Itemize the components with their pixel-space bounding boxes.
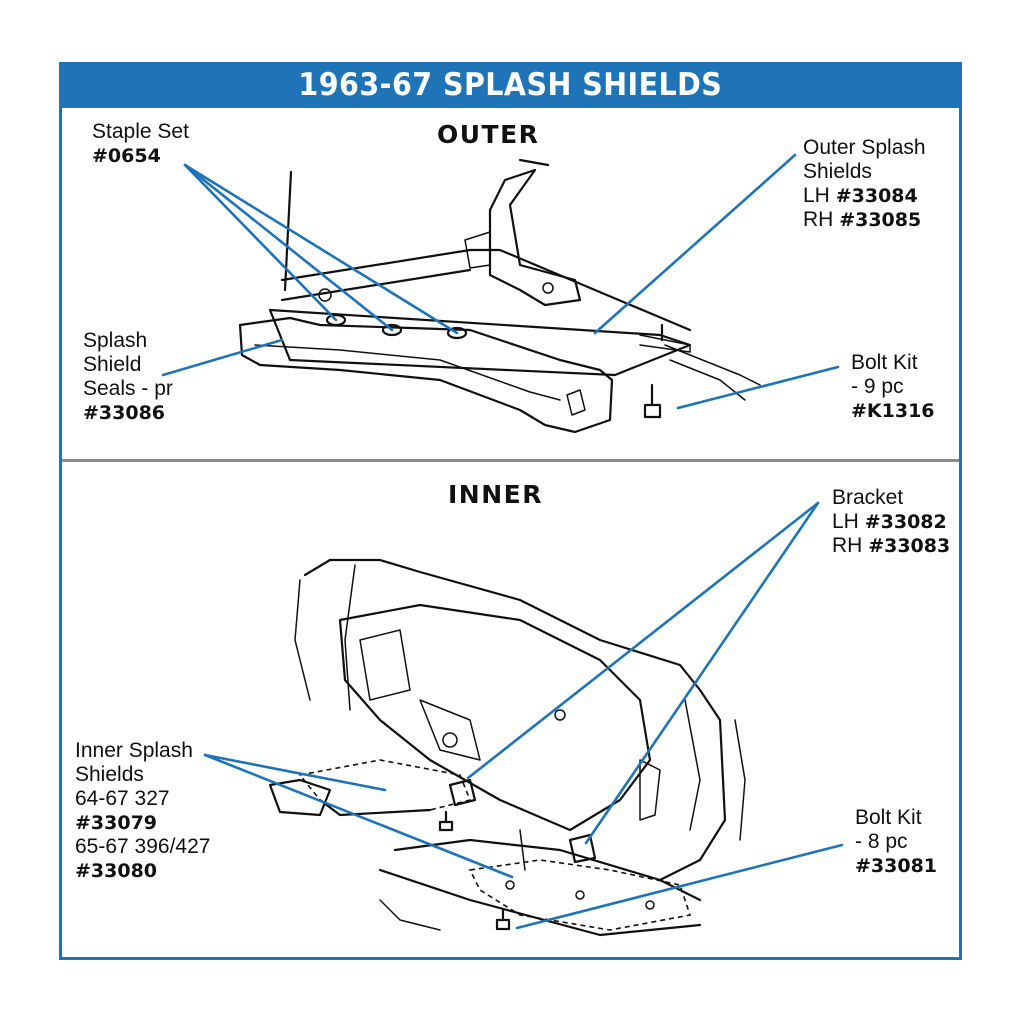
inner-lower-rail-bottom xyxy=(378,868,702,937)
leader-bolt-kit-9 xyxy=(676,365,840,410)
outer-frame-drawing xyxy=(238,158,761,434)
bracket-rh-part: #33083 xyxy=(868,535,951,557)
inner-panel-hole xyxy=(442,732,458,748)
outer-upright-bracket xyxy=(488,168,582,307)
inner-shields-part1: #33079 xyxy=(75,812,158,834)
outer-shields-line1: Outer Splash xyxy=(803,136,926,159)
inner-panel-window xyxy=(359,629,411,701)
inner-heading: INNER xyxy=(448,480,543,509)
seals-part: #33086 xyxy=(83,402,166,424)
outer-shields-rh-prefix: RH xyxy=(803,208,834,231)
title-bar: 1963-67 SPLASH SHIELDS xyxy=(59,62,962,108)
inner-stud-3 xyxy=(645,900,655,910)
outer-crossmember-ridge xyxy=(254,344,561,401)
leader-seals xyxy=(161,338,284,377)
inner-bolt-kit-part: #33081 xyxy=(855,855,938,877)
section-divider xyxy=(62,459,959,462)
outer-bolt-head xyxy=(318,288,332,302)
staple-set-name: Staple Set xyxy=(92,120,189,143)
leader-staple-2 xyxy=(183,163,394,332)
outer-bracket-bolt xyxy=(542,282,554,294)
inner-upper-splash-shield xyxy=(298,759,472,816)
inner-left-fender-inner xyxy=(344,564,356,711)
inner-bolt-upper-icon xyxy=(438,810,454,832)
outer-hole-2 xyxy=(381,323,403,337)
outer-shields-lh-prefix: LH xyxy=(803,184,830,207)
inner-shields-line2: Shields xyxy=(75,763,144,786)
inner-panel-hole-2 xyxy=(554,709,566,721)
inner-lower-left xyxy=(379,899,441,931)
inner-bolt-kit-line1: Bolt Kit xyxy=(855,806,922,829)
bracket-name: Bracket xyxy=(832,486,904,509)
outer-hole-1 xyxy=(325,313,347,327)
inner-stud-1 xyxy=(505,880,515,890)
leader-inner-shield-1 xyxy=(203,753,387,792)
inner-bolt-kit-label: Bolt Kit - 8 pc #33081 xyxy=(855,806,937,878)
staple-set-part: #0654 xyxy=(92,145,161,167)
leader-bracket-lh xyxy=(466,501,820,780)
outer-cable-1 xyxy=(664,344,761,386)
outer-splash-shields-label: Outer Splash Shields LH #33084 RH #33085 xyxy=(803,136,926,232)
outer-panel-edge xyxy=(639,334,691,353)
bracket-rh-prefix: RH xyxy=(832,534,863,557)
leader-outer-shields xyxy=(593,153,797,335)
inner-engine-panel xyxy=(338,603,652,832)
inner-splash-shields-label: Inner Splash Shields 64-67 327 #33079 65… xyxy=(75,739,210,883)
outer-shields-lh-part: #33084 xyxy=(835,185,918,207)
outer-shields-rh-part: #33085 xyxy=(839,209,922,231)
inner-body-outline xyxy=(303,558,727,882)
leader-bracket-rh xyxy=(584,501,820,845)
inner-frame-drawing xyxy=(268,558,746,937)
inner-bolt-lower-icon xyxy=(495,908,511,931)
outer-bolt-kit-label: Bolt Kit - 9 pc #K1316 xyxy=(851,351,935,423)
outer-bracket-top xyxy=(518,158,550,167)
inner-right-outer xyxy=(734,719,746,841)
inner-lower-splash-shield xyxy=(468,859,692,931)
splash-shield-seals-label: Splash Shield Seals - pr #33086 xyxy=(83,329,173,425)
seals-line3: Seals - pr xyxy=(83,377,173,400)
bracket-lh-part: #33082 xyxy=(864,511,947,533)
leader-inner-shield-2 xyxy=(203,753,514,879)
outer-crossmember-slot xyxy=(566,389,586,416)
outer-heading: OUTER xyxy=(437,120,540,149)
leader-lines xyxy=(161,153,844,930)
leader-bolt-kit-8 xyxy=(515,843,844,930)
inner-bracket-rh xyxy=(568,833,597,864)
inner-upper-shield-edge xyxy=(318,798,432,817)
leader-staple-1 xyxy=(183,163,338,322)
seals-line1: Splash xyxy=(83,329,148,352)
inner-stud-2 xyxy=(575,890,585,900)
page-title: 1963-67 SPLASH SHIELDS xyxy=(298,67,723,103)
outer-bolt-kit-part: #K1316 xyxy=(851,400,935,422)
inner-shields-line3: 64-67 327 xyxy=(75,787,170,810)
inner-right-slot xyxy=(639,759,661,821)
outer-bracket-tab xyxy=(464,231,491,269)
leader-staple-3 xyxy=(183,163,459,335)
inner-bolt-kit-line2: - 8 pc xyxy=(855,830,908,853)
inner-panel-recess xyxy=(419,699,481,761)
inner-right-fender xyxy=(684,699,701,831)
inner-left-fender xyxy=(294,579,311,701)
inner-strut xyxy=(519,829,526,871)
outer-splash-shield-panel xyxy=(268,308,692,377)
bracket-lh-prefix: LH xyxy=(832,510,859,533)
bracket-label: Bracket LH #33082 RH #33083 xyxy=(832,486,950,558)
outer-bolt-icon xyxy=(643,403,662,419)
staple-set-label: Staple Set #0654 xyxy=(92,120,189,168)
inner-shields-line5: 65-67 396/427 xyxy=(75,835,211,858)
seals-line2: Shield xyxy=(83,353,142,376)
outer-hole-3 xyxy=(446,326,468,340)
inner-bracket-lh xyxy=(448,778,477,807)
outer-shields-line2: Shields xyxy=(803,160,872,183)
inner-shields-line1: Inner Splash xyxy=(75,739,193,762)
inner-lower-rail xyxy=(393,838,702,902)
outer-upper-rail xyxy=(280,248,692,332)
outer-bolt-kit-line2: - 9 pc xyxy=(851,375,904,398)
outer-crossmember xyxy=(238,316,614,434)
outer-bolt-kit-line1: Bolt Kit xyxy=(851,351,918,374)
inner-shields-part2: #33080 xyxy=(75,860,158,882)
